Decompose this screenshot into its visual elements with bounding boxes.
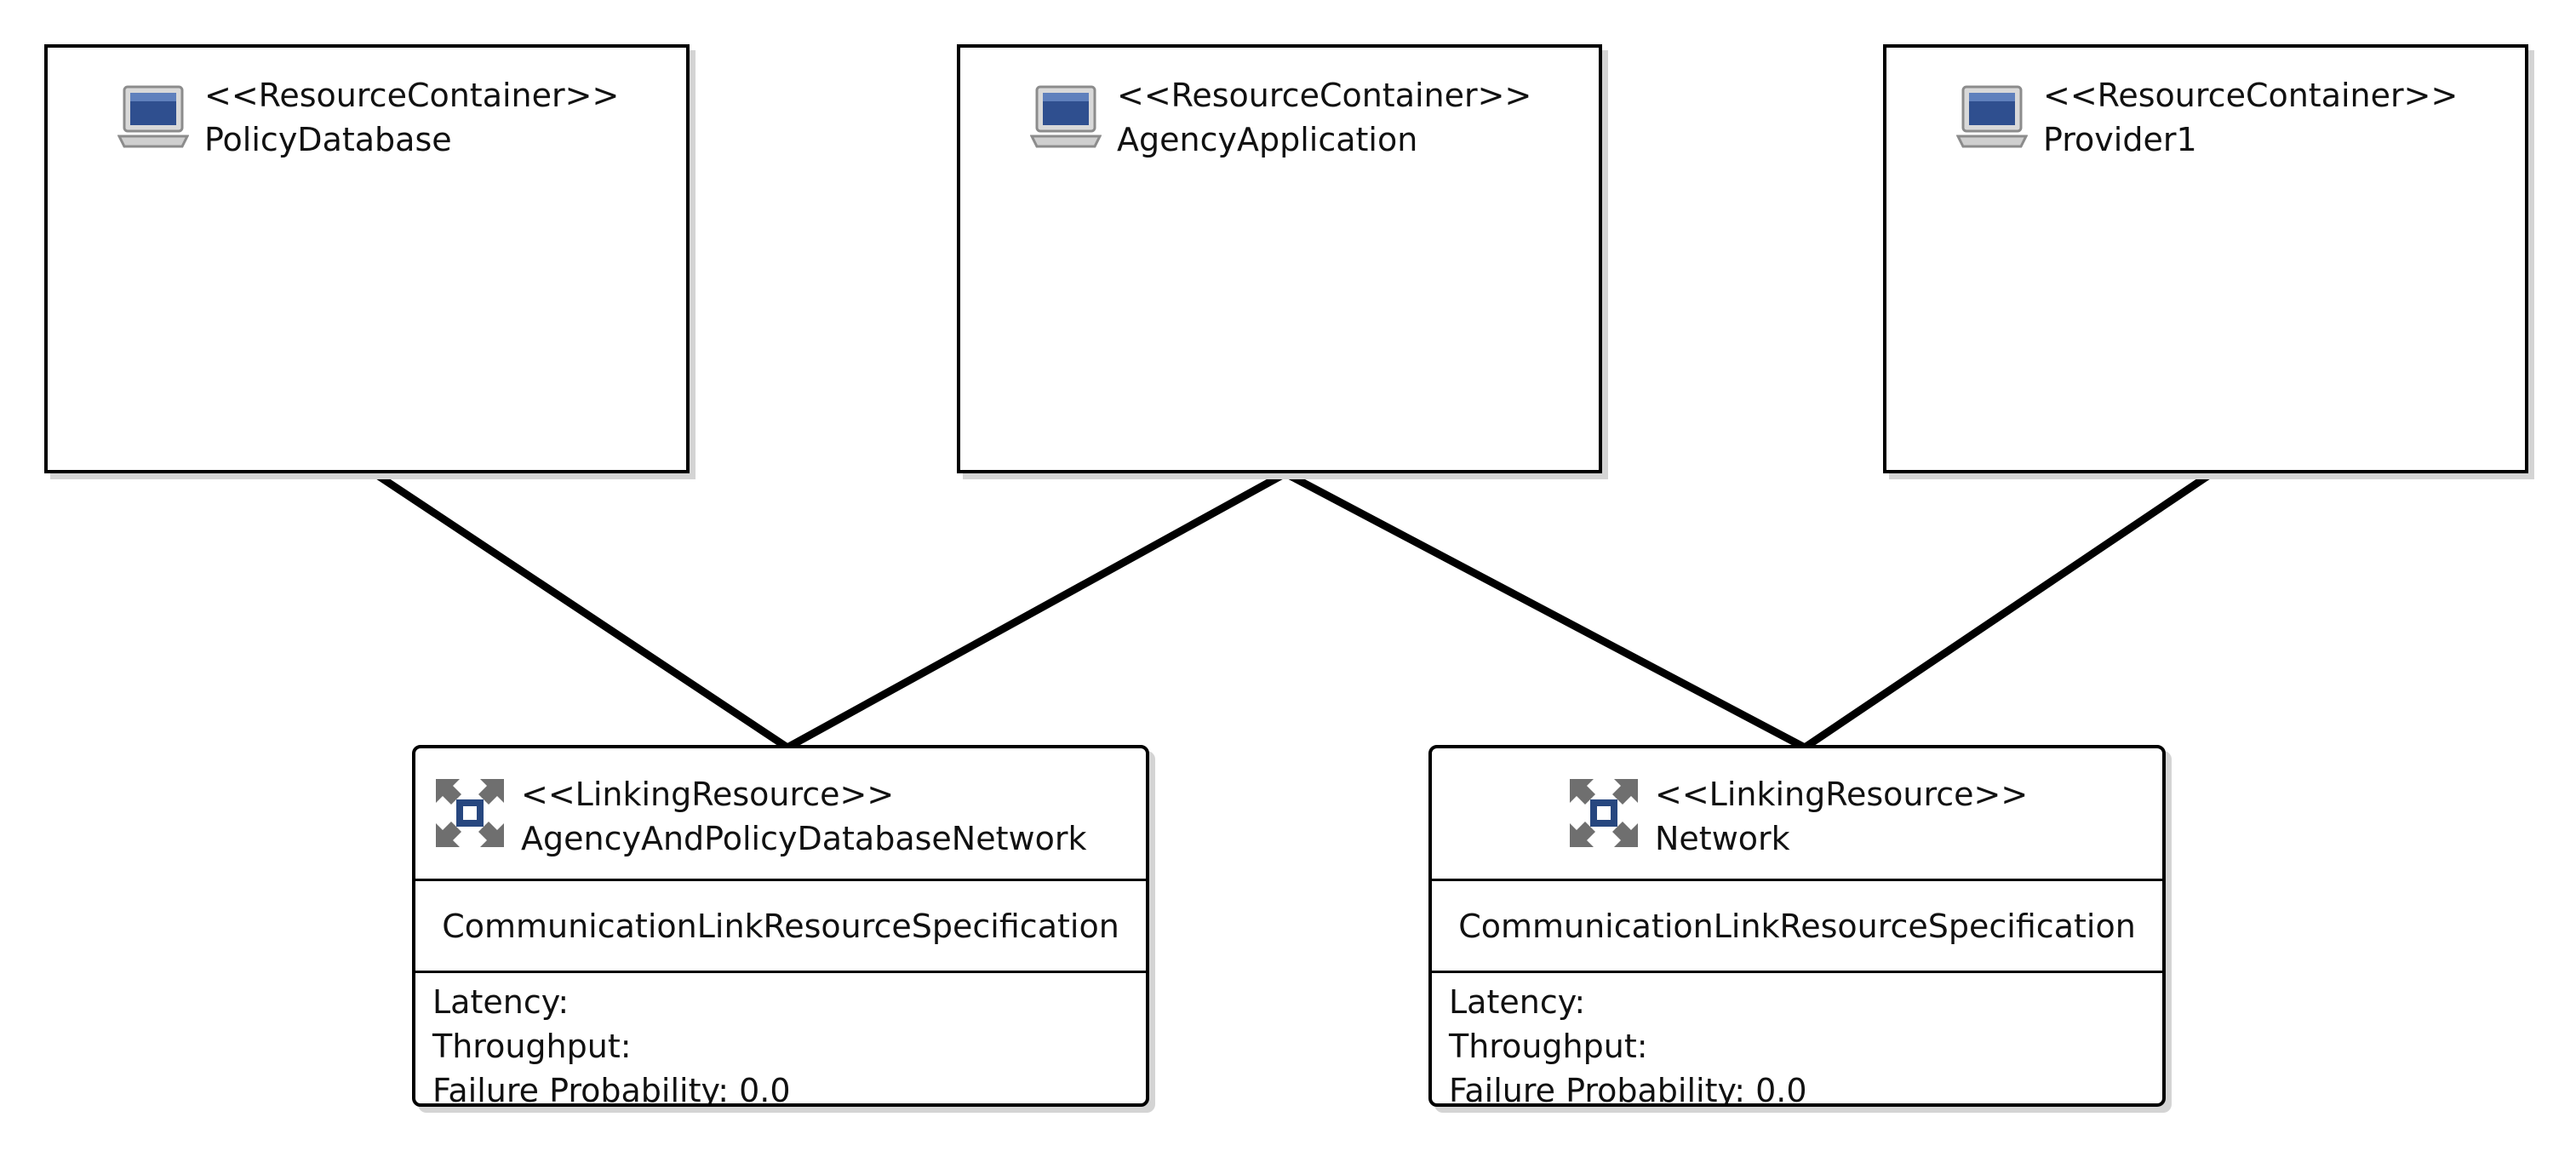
latency-attribute: Latency:	[432, 983, 570, 1021]
resource-container-provider1[interactable]: <<ResourceContainer>> Provider1	[1883, 44, 2528, 473]
connection-provider1-to-network[interactable]	[1800, 469, 2216, 752]
specification-label: CommunicationLinkResourceSpecification	[415, 881, 1146, 973]
linking-resource-network[interactable]: <<LinkingResource>> Network Communicatio…	[1428, 745, 2166, 1107]
computer-icon	[1956, 85, 2028, 148]
stereotype-label: <<LinkingResource>>	[1655, 776, 2029, 813]
linking-resource-header: <<LinkingResource>> Network	[1432, 748, 2162, 881]
connection-policydatabase-to-agencyandpolicydatabasenetwork[interactable]	[370, 469, 792, 752]
resource-container-title: <<ResourceContainer>> Provider1	[2043, 73, 2458, 162]
failure-probability-attribute: Failure Probability: 0.0	[432, 1072, 791, 1107]
failure-probability-attribute: Failure Probability: 0.0	[1449, 1072, 1807, 1107]
container-name: AgencyApplication	[1117, 121, 1418, 158]
resource-container-policydatabase[interactable]: <<ResourceContainer>> PolicyDatabase	[44, 44, 690, 473]
resource-container-header: <<ResourceContainer>> Provider1	[1956, 73, 2458, 162]
container-name: PolicyDatabase	[204, 121, 452, 158]
latency-attribute: Latency:	[1449, 983, 1586, 1021]
throughput-attribute: Throughput:	[1449, 1028, 1648, 1065]
stereotype-label: <<ResourceContainer>>	[204, 77, 620, 114]
linking-resource-title: <<LinkingResource>> AgencyAndPolicyDatab…	[521, 772, 1086, 861]
linking-resource-icon	[436, 779, 504, 847]
resource-container-header: <<ResourceContainer>> AgencyApplication	[1030, 73, 1531, 162]
computer-icon	[1030, 85, 1102, 148]
resource-container-title: <<ResourceContainer>> AgencyApplication	[1117, 73, 1531, 162]
container-name: Provider1	[2043, 121, 2197, 158]
connection-agencyapplication-to-network[interactable]	[1281, 469, 1809, 752]
throughput-attribute: Throughput:	[432, 1028, 632, 1065]
resource-container-agencyapplication[interactable]: <<ResourceContainer>> AgencyApplication	[957, 44, 1602, 473]
linking-resource-icon	[1570, 779, 1638, 847]
resource-container-title: <<ResourceContainer>> PolicyDatabase	[204, 73, 619, 162]
stereotype-label: <<ResourceContainer>>	[1117, 77, 1532, 114]
stereotype-label: <<ResourceContainer>>	[2043, 77, 2459, 114]
linking-resource-header: <<LinkingResource>> AgencyAndPolicyDatab…	[415, 748, 1146, 881]
stereotype-label: <<LinkingResource>>	[521, 776, 895, 813]
specification-label: CommunicationLinkResourceSpecification	[1432, 881, 2162, 973]
linking-resource-name: AgencyAndPolicyDatabaseNetwork	[521, 820, 1087, 857]
linking-resource-name: Network	[1655, 820, 1790, 857]
connection-agencyapplication-to-agencyandpolicydatabasenetwork[interactable]	[783, 469, 1290, 752]
linking-resource-agencyandpolicydatabasenetwork[interactable]: <<LinkingResource>> AgencyAndPolicyDatab…	[412, 745, 1149, 1107]
linking-resource-title: <<LinkingResource>> Network	[1655, 772, 2028, 861]
computer-icon	[117, 85, 189, 148]
attribute-list: Latency: Throughput: Failure Probability…	[1432, 973, 2162, 1107]
attribute-list: Latency: Throughput: Failure Probability…	[415, 973, 1146, 1107]
resource-container-header: <<ResourceContainer>> PolicyDatabase	[117, 73, 619, 162]
